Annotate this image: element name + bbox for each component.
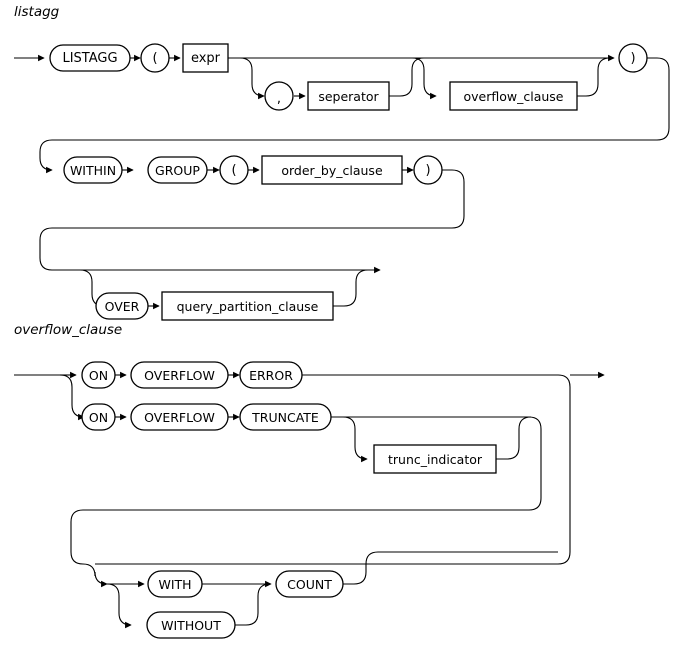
node-label-overflow-clause: overflow_clause	[464, 89, 564, 104]
node-within[interactable]: WITHIN	[63, 156, 123, 184]
node-label-order-by-clause: order_by_clause	[281, 163, 383, 178]
node-label-error: ERROR	[249, 368, 293, 383]
node-error[interactable]: ERROR	[239, 361, 303, 389]
node-label-over: OVER	[105, 299, 140, 314]
node-without[interactable]: WITHOUT	[146, 611, 236, 639]
node-label-within: WITHIN	[70, 163, 116, 178]
node-truncate[interactable]: TRUNCATE	[239, 403, 332, 431]
section-title-overflow-clause: overflow_clause	[14, 322, 122, 338]
within-group-rails	[39, 166, 465, 271]
node-seperator[interactable]: seperator	[307, 81, 390, 111]
node-expr[interactable]: expr	[182, 43, 229, 73]
node-label-open-paren-2: (	[231, 163, 236, 178]
node-label-overflow-2: OVERFLOW	[144, 410, 215, 425]
node-query-partition-clause[interactable]: query_partition_clause	[161, 291, 334, 321]
node-label-with: WITH	[158, 577, 191, 592]
node-label-truncate: TRUNCATE	[251, 410, 319, 425]
node-listagg-keyword[interactable]: LISTAGG	[49, 44, 131, 72]
node-with[interactable]: WITH	[147, 570, 203, 598]
node-label-close-paren-2: )	[425, 163, 430, 178]
node-order-by-clause[interactable]: order_by_clause	[261, 155, 403, 185]
node-close-paren[interactable]: )	[618, 43, 648, 73]
node-label-comma: ,	[277, 92, 281, 107]
node-label-open-paren: (	[152, 51, 157, 66]
overflow-clause-rails	[14, 371, 605, 629]
node-label-expr: expr	[191, 51, 221, 66]
node-on-2[interactable]: ON	[81, 403, 116, 431]
node-label-on-1: ON	[89, 368, 108, 383]
node-overflow-1[interactable]: OVERFLOW	[130, 361, 229, 389]
node-label-without: WITHOUT	[161, 618, 221, 633]
node-label-close-paren: )	[630, 51, 635, 66]
node-label-trunc-indicator: trunc_indicator	[388, 452, 483, 467]
node-overflow-2[interactable]: OVERFLOW	[130, 403, 229, 431]
node-label-overflow-1: OVERFLOW	[144, 368, 215, 383]
node-open-paren-2[interactable]: (	[219, 155, 249, 185]
node-label-query-partition-clause: query_partition_clause	[177, 299, 319, 314]
node-overflow-clause[interactable]: overflow_clause	[449, 81, 578, 111]
node-open-paren[interactable]: (	[140, 43, 170, 73]
node-group[interactable]: GROUP	[147, 156, 208, 184]
node-label-listagg: LISTAGG	[62, 51, 117, 66]
listagg-rails	[14, 54, 670, 174]
node-count[interactable]: COUNT	[275, 570, 344, 598]
node-comma[interactable]: ,	[264, 81, 294, 111]
section-title-listagg: listagg	[14, 4, 60, 20]
node-close-paren-2[interactable]: )	[413, 155, 443, 185]
node-over[interactable]: OVER	[95, 292, 149, 320]
node-label-count: COUNT	[287, 577, 332, 592]
node-on-1[interactable]: ON	[81, 361, 116, 389]
node-label-seperator: seperator	[318, 89, 379, 104]
node-label-on-2: ON	[89, 410, 108, 425]
node-trunc-indicator[interactable]: trunc_indicator	[373, 444, 497, 474]
node-label-group: GROUP	[155, 163, 200, 178]
